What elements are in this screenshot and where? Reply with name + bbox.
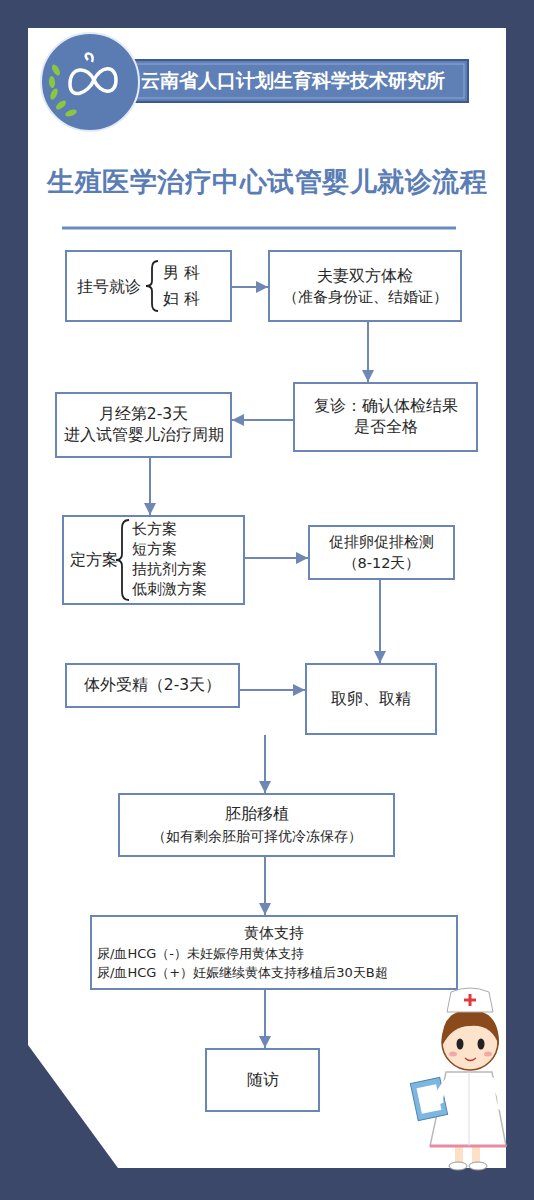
process-box: 取卵、取精	[305, 663, 437, 735]
box-heading: 促排卵促排检测	[329, 532, 434, 553]
box-text: 长方案	[132, 519, 177, 540]
brace	[146, 261, 158, 311]
nurse-dress	[430, 1072, 506, 1146]
nurse-shoe	[449, 1162, 467, 1170]
nurse-cheek	[484, 1052, 492, 1057]
box-text: 男 科	[163, 263, 200, 284]
nurse-paper	[417, 1084, 442, 1114]
nurse-leg	[455, 1140, 463, 1164]
nurse-eye	[478, 1039, 485, 1050]
leaf	[50, 63, 61, 76]
box-heading: 定方案	[70, 549, 118, 570]
box-heading: 取卵、取精	[331, 688, 411, 710]
process-box: 黄体支持尿/血HCG（-）未妊娠停用黄体支持尿/血HCG（+）妊娠继续黄体支持移…	[90, 915, 458, 990]
nurse-cap	[447, 988, 493, 1012]
nurse-cheek	[449, 1052, 457, 1057]
leaf	[49, 87, 60, 100]
process-box: 复诊：确认体检结果 是否全格	[293, 382, 478, 452]
box-heading: 体外受精（2-3天）	[84, 675, 221, 697]
nurse-mouth	[465, 1058, 476, 1061]
box-text: （如有剩余胚胎可择优冷冻保存）	[152, 826, 362, 846]
flow-arrow	[149, 458, 151, 515]
flow-arrow	[379, 580, 381, 663]
nurse-cross	[464, 994, 476, 1006]
box-heading: 夫妻双方体检	[317, 265, 413, 287]
box-text: 尿/血HCG（+）妊娠继续黄体支持移植后30天B超	[92, 963, 388, 982]
process-box: 月经第2-3天 进入试管婴儿治疗周期	[55, 392, 232, 458]
box-heading: 黄体支持	[244, 923, 304, 944]
process-box: 促排卵促排检测（8-12天）	[308, 525, 455, 580]
flow-arrow	[264, 857, 266, 915]
box-text: （8-12天）	[343, 553, 421, 574]
diagram-title: 生殖医学治疗中心试管婴儿就诊流程	[0, 164, 534, 200]
flow-arrow	[245, 557, 308, 559]
nurse-trim	[430, 1145, 506, 1148]
nurse-clipboard	[410, 1077, 447, 1120]
nurse-eye	[457, 1039, 464, 1050]
process-box: 夫妻双方体检（准备身份证、结婚证）	[268, 250, 462, 322]
box-text: 尿/血HCG（-）未妊娠停用黄体支持	[92, 944, 304, 963]
process-box: 胚胎移植（如有剩余胚胎可择优冷冻保存）	[118, 793, 395, 857]
flow-arrow	[232, 419, 293, 421]
nurse-illustration	[410, 988, 506, 1170]
box-heading: 随访	[247, 1069, 279, 1091]
nurse-seam	[469, 1072, 470, 1146]
logo-circle	[41, 33, 139, 131]
nurse-hair	[442, 1010, 499, 1046]
flow-arrow	[232, 286, 268, 288]
flow-arrow	[240, 689, 305, 691]
box-heading: 月经第2-3天 进入试管婴儿治疗周期	[61, 404, 226, 447]
process-box: 随访	[205, 1048, 320, 1112]
process-box: 挂号就诊 男 科妇 科	[65, 250, 232, 322]
process-box: 定方案长方案短方案拮抗剂方案低刺激方案	[62, 515, 245, 605]
box-heading: 挂号就诊	[77, 276, 141, 297]
brace	[116, 520, 129, 600]
leaf	[64, 108, 77, 118]
nurse-shoe	[469, 1162, 487, 1170]
box-heading: 复诊：确认体检结果 是否全格	[309, 396, 462, 439]
box-heading: 胚胎移植	[225, 804, 289, 826]
box-text: 拮抗剂方案	[132, 559, 207, 580]
flow-arrow	[264, 735, 266, 793]
nurse-leg	[472, 1140, 480, 1164]
box-text: 妇 科	[163, 289, 200, 310]
leaf	[48, 76, 55, 88]
box-text: 低刺激方案	[132, 579, 207, 600]
institute-name: 云南省人口计划生育科学技术研究所	[118, 60, 468, 102]
flow-arrow	[367, 322, 369, 382]
leaf	[54, 99, 67, 111]
box-text: （准备身份证、结婚证）	[283, 287, 448, 308]
banner-inner-line	[122, 64, 464, 98]
logo-loop	[70, 69, 116, 94]
title-rule	[62, 227, 456, 230]
nurse-arm	[439, 1080, 450, 1104]
logo-loop	[86, 54, 93, 63]
box-text: 短方案	[132, 539, 177, 560]
logo-leaves	[48, 63, 77, 118]
nurse-arm	[490, 1080, 502, 1110]
panel	[28, 28, 506, 1168]
banner-band	[118, 60, 468, 102]
nurse-head	[442, 1014, 498, 1070]
process-box: 体外受精（2-3天）	[65, 663, 240, 708]
flow-arrow	[264, 990, 266, 1048]
